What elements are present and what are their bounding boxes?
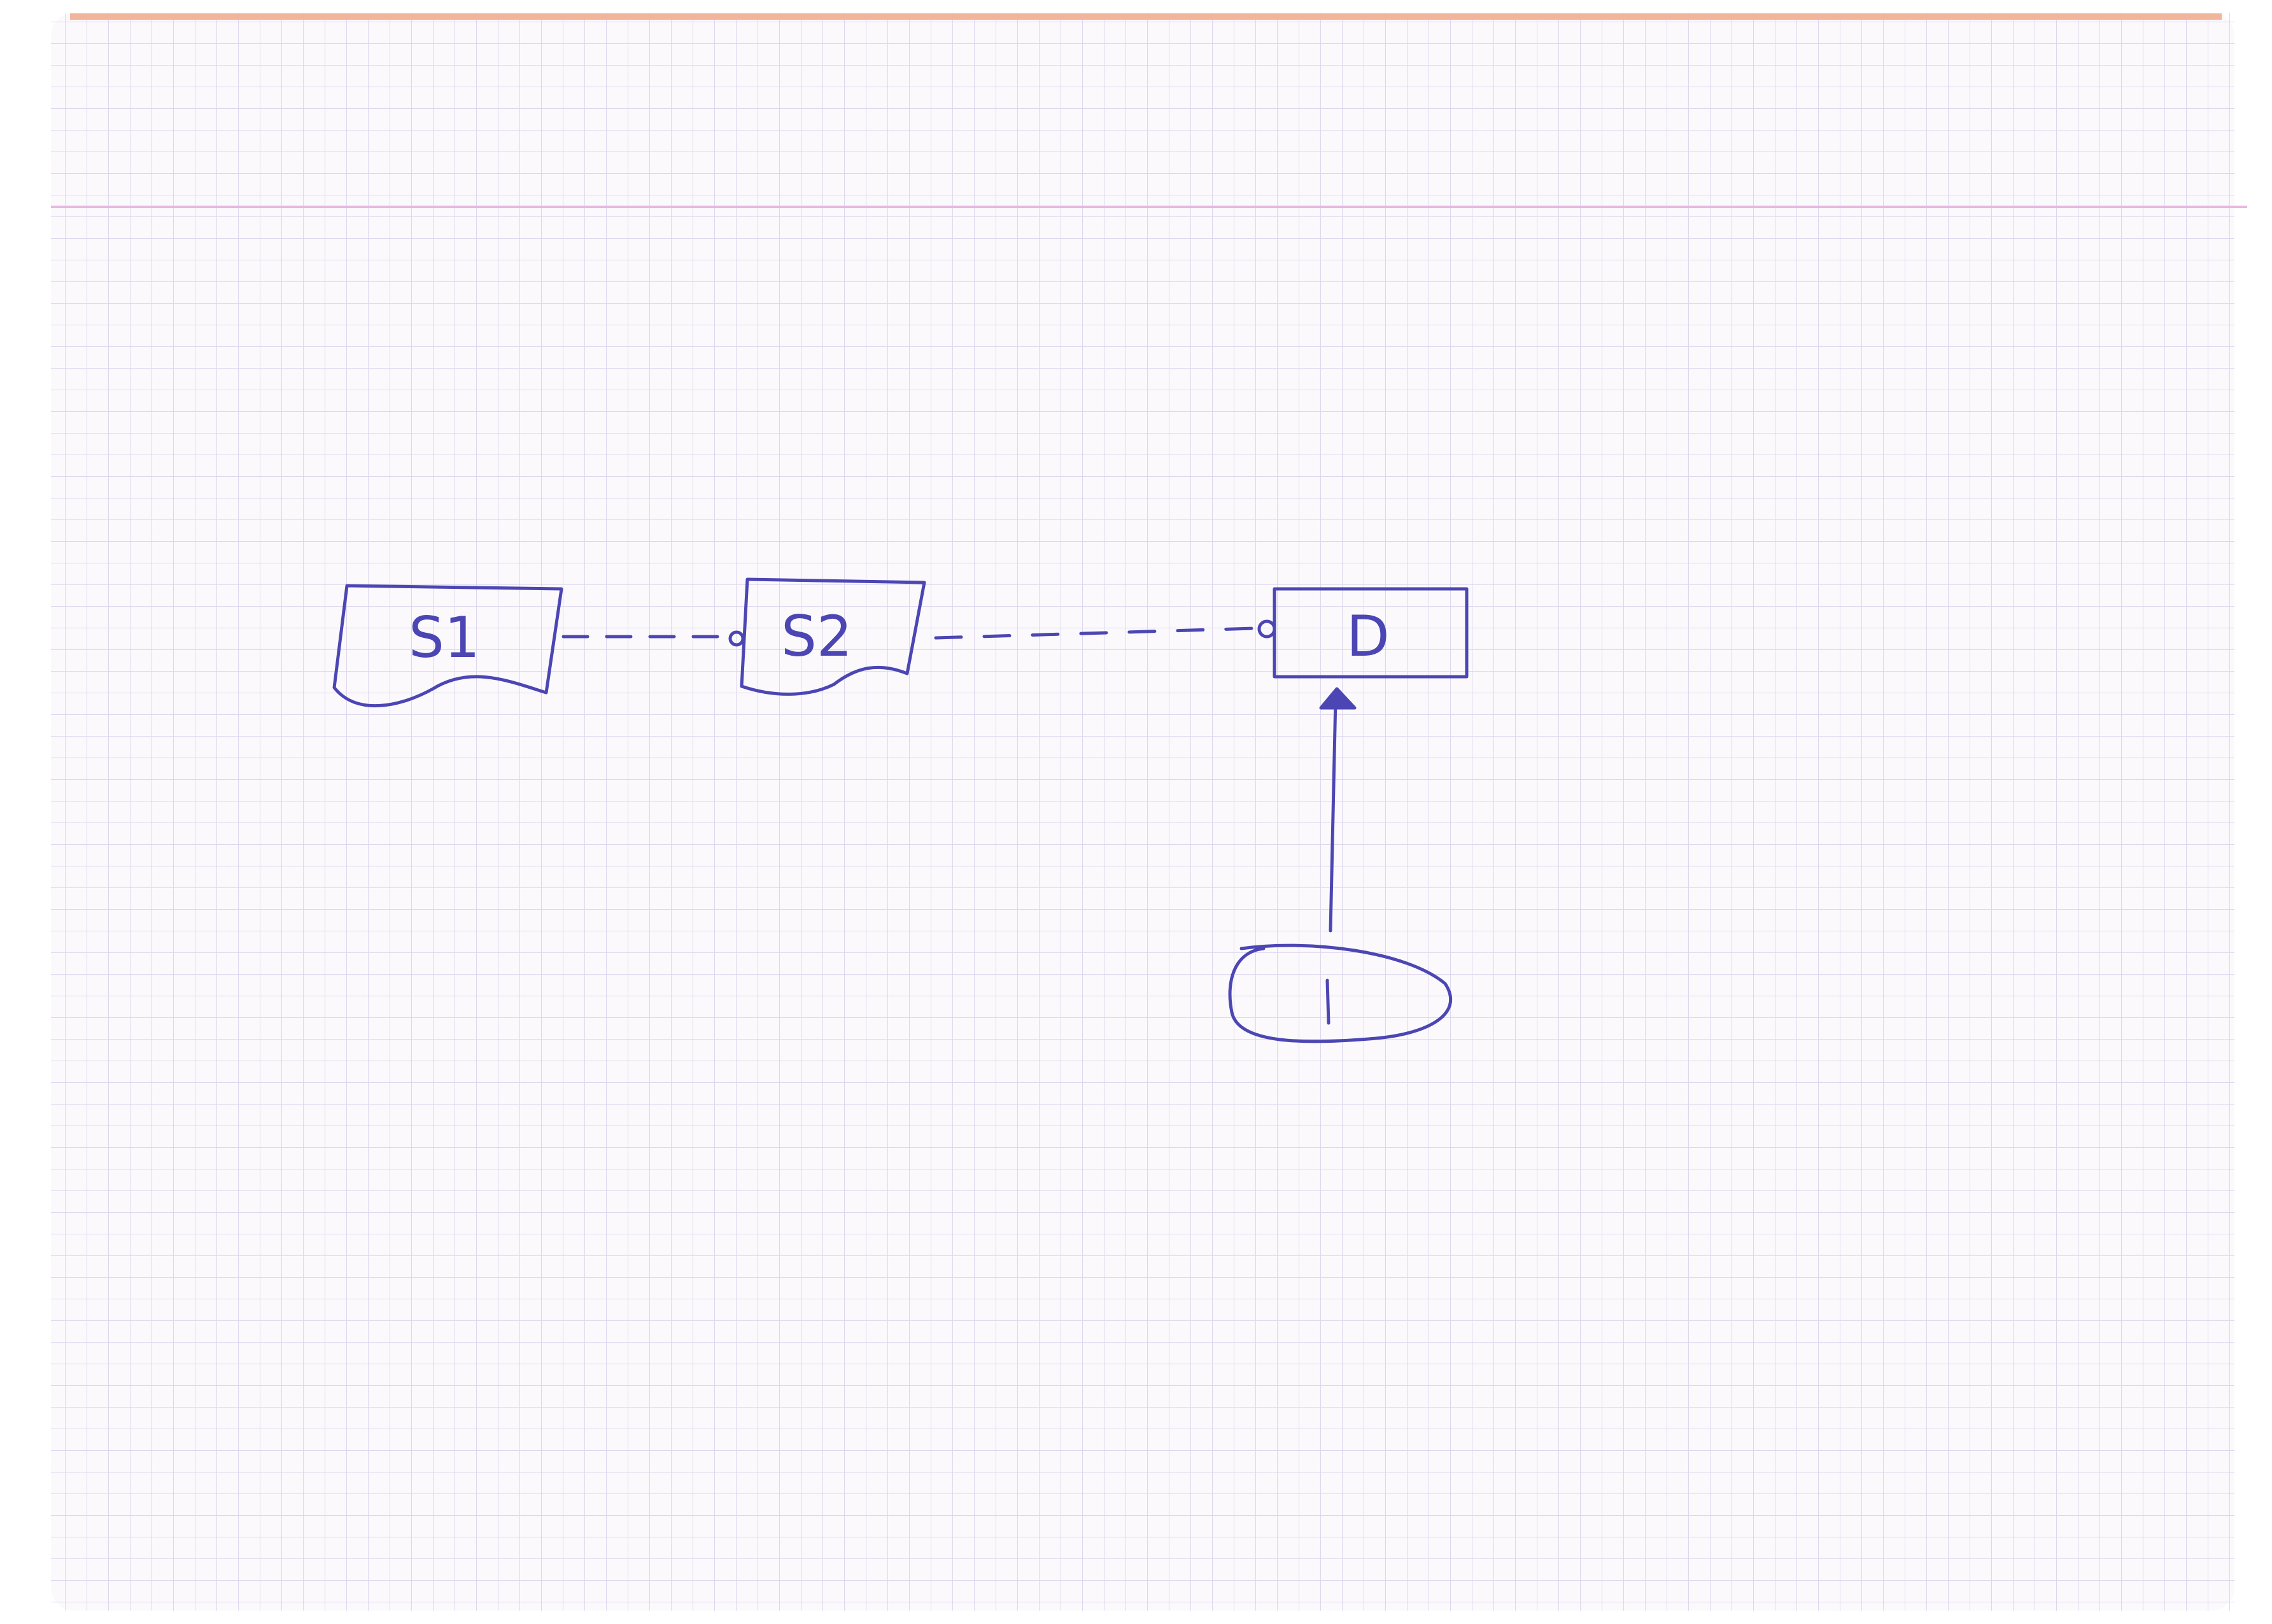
- diagram-ink: S1 S2 D I: [332, 577, 1469, 1043]
- node-s1-label: S1: [409, 605, 480, 670]
- node-s2-label: S2: [781, 604, 852, 669]
- edge-s2-d-line: [934, 626, 1256, 640]
- edge-s2-d-end-circle: [1257, 619, 1276, 639]
- edge-s2-d: [934, 619, 1276, 640]
- edge-i-d: [1319, 687, 1357, 933]
- node-d-label: D: [1346, 604, 1390, 669]
- node-s1: S1: [332, 584, 563, 707]
- node-s1-outline: [332, 584, 563, 707]
- node-i-label-stroke: [1325, 978, 1330, 1025]
- node-s2: S2: [740, 577, 926, 696]
- edge-s1-s2-end-circle: [728, 630, 745, 647]
- graph-paper-grid: [51, 13, 2234, 1611]
- node-s2-outline: [740, 577, 926, 696]
- node-i: I: [1228, 943, 1453, 1043]
- edge-s1-s2: [561, 630, 745, 647]
- node-i-outline: [1228, 943, 1453, 1043]
- edge-i-d-line: [1329, 697, 1337, 933]
- edge-i-d-arrowhead: [1319, 687, 1357, 710]
